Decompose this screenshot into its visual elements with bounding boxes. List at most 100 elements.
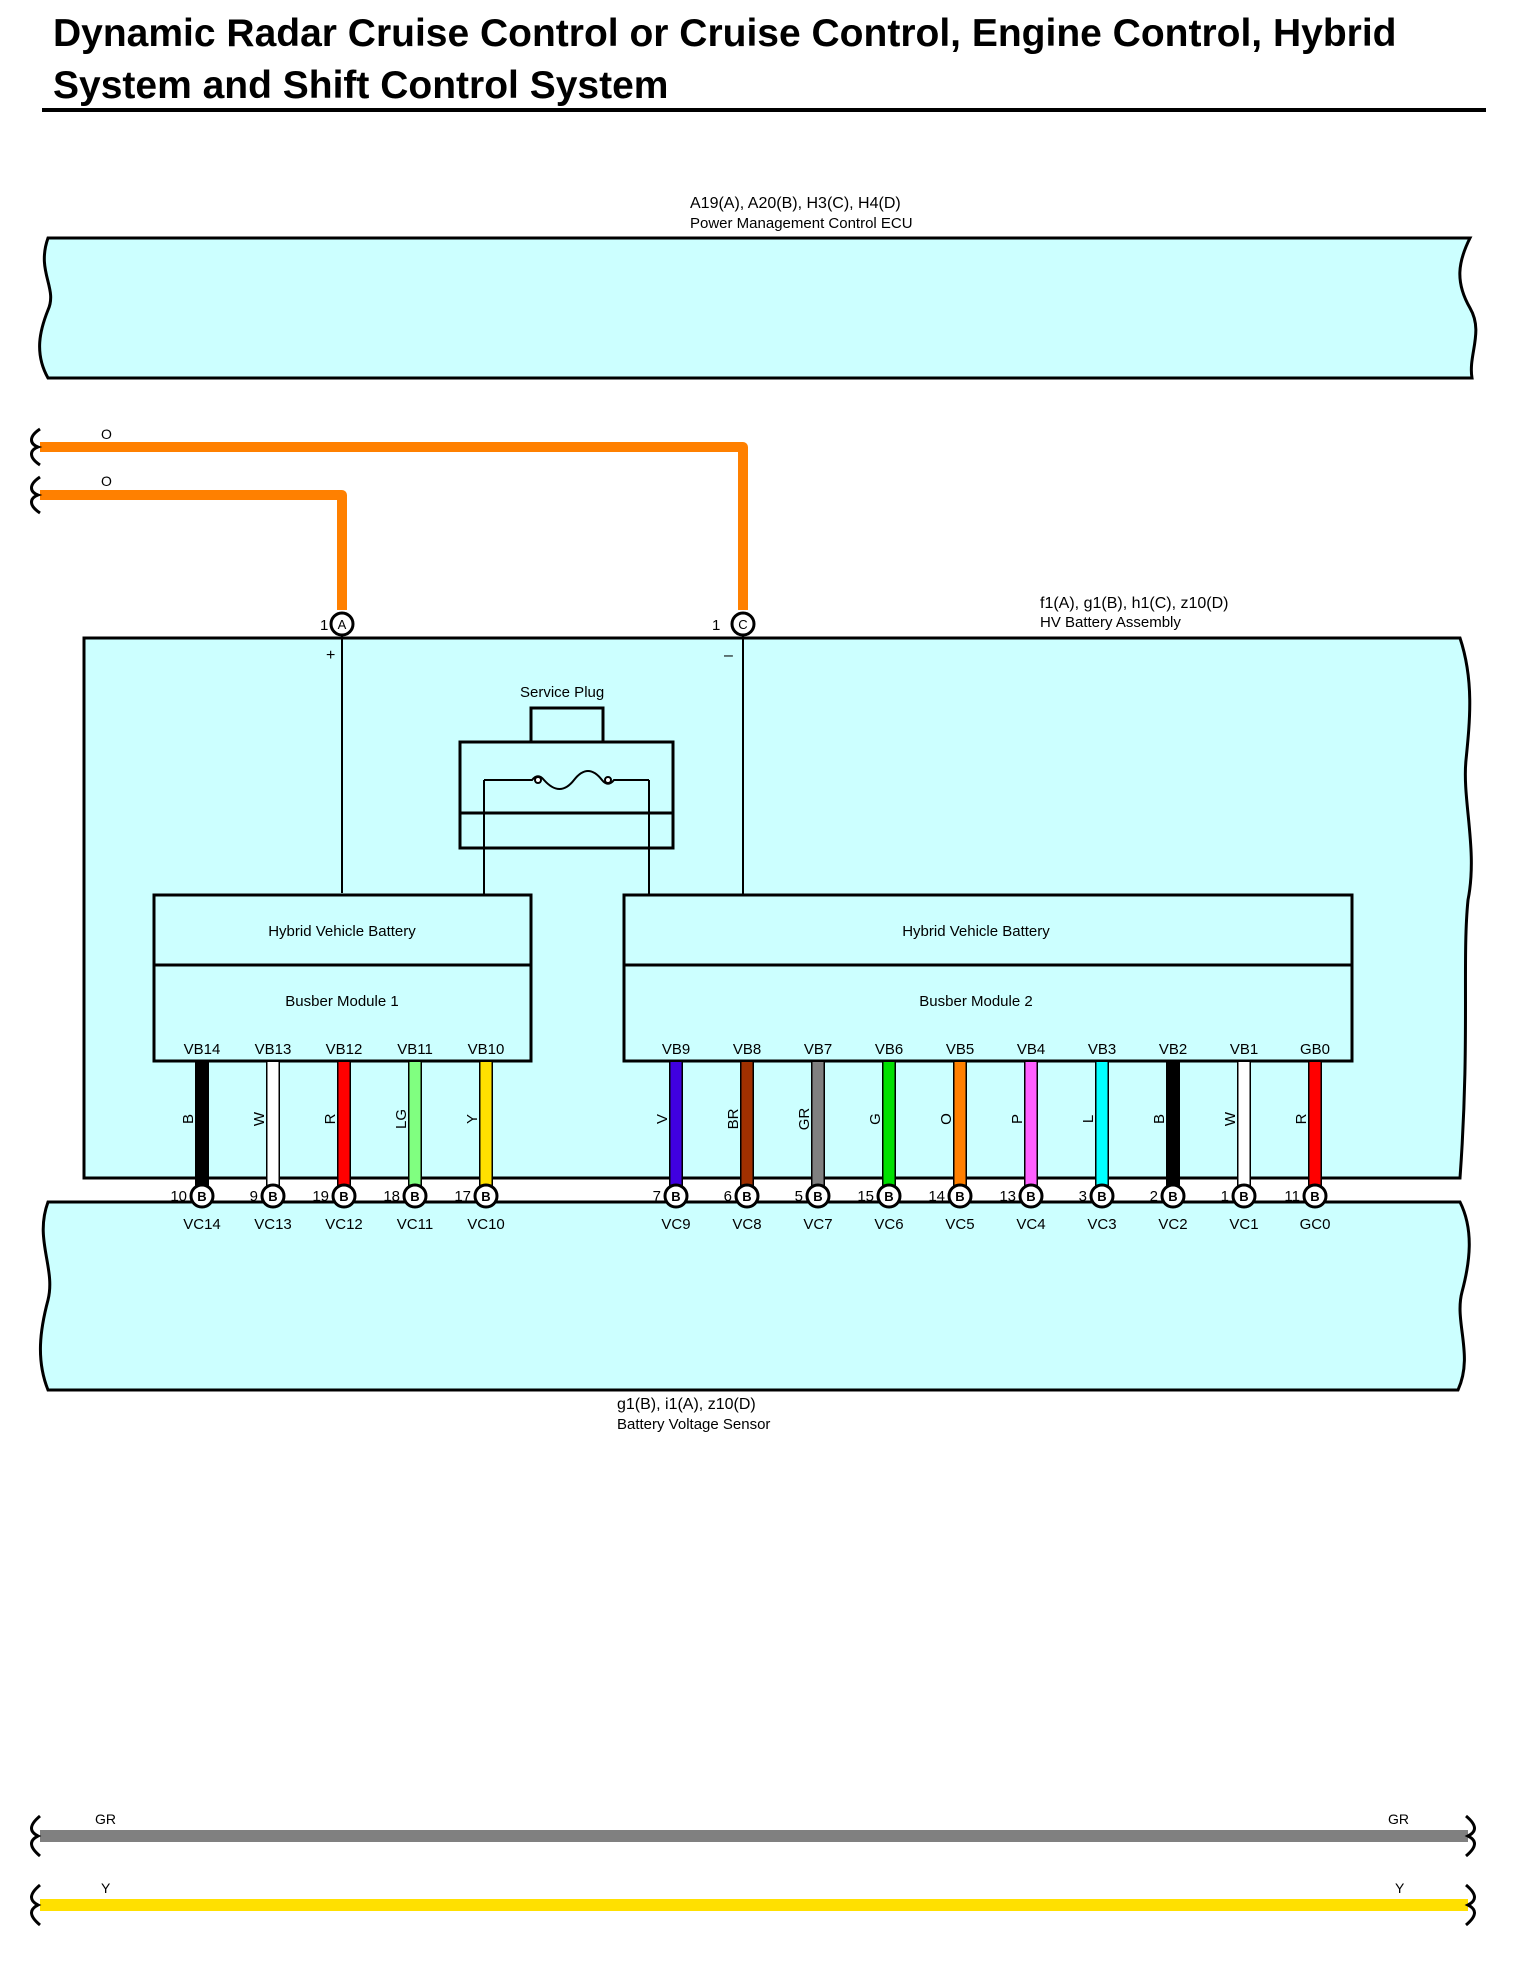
terminal-vb3-bottom-label: VC3	[1087, 1216, 1116, 1233]
terminal-vb11-connector	[402, 1183, 428, 1209]
terminal-vb1-pin-number: 1	[1221, 1188, 1229, 1205]
wire-break-gr-left	[30, 1814, 42, 1858]
terminal-vb3-conn-letter: B	[1097, 1189, 1106, 1204]
terminal-vb2-top-label: VB2	[1159, 1041, 1187, 1058]
terminal-vb14-conn-letter: B	[197, 1189, 206, 1204]
terminal-vb2-connector	[1160, 1183, 1186, 1209]
sensor-name: Battery Voltage Sensor	[617, 1416, 770, 1433]
terminal-vb11-top-label: VB11	[397, 1041, 433, 1058]
terminal-vb4-wire-color-label: P	[1009, 1114, 1026, 1124]
terminal-vb10-wire-color-label: Y	[464, 1114, 481, 1124]
terminal-vb12-wire-color-label: R	[322, 1113, 339, 1124]
terminal-vb13-wire-color-label: W	[251, 1111, 268, 1126]
terminal-vb13-connector	[260, 1183, 286, 1209]
terminal-vb8-connector	[734, 1183, 760, 1209]
battery-voltage-sensor-box	[39, 1200, 1471, 1392]
terminal-vb7-connector	[805, 1183, 831, 1209]
terminal-vb3-top-label: VB3	[1088, 1041, 1116, 1058]
terminal-vb6-wire-color-label: G	[867, 1113, 884, 1125]
terminal-vb2-pin-number: 2	[1150, 1188, 1158, 1205]
terminal-vb11-conn-letter: B	[410, 1189, 419, 1204]
terminal-plus-sign: +	[326, 647, 335, 664]
terminal-vb1-top-label: VB1	[1230, 1041, 1258, 1058]
wire-break-top-2	[30, 475, 43, 515]
hv-battery-code: f1(A), g1(B), h1(C), z10(D)	[1040, 595, 1228, 612]
terminal-vb4-connector	[1018, 1183, 1044, 1209]
module-2-subtitle: Busber Module 2	[919, 993, 1032, 1010]
terminal-vb11-pin-number: 18	[383, 1188, 400, 1205]
terminal-vb5-wire-color-label: O	[938, 1113, 955, 1125]
terminal-vb12-bottom-label: VC12	[325, 1216, 363, 1233]
terminal-vb1-conn-letter: B	[1239, 1189, 1248, 1204]
terminal-vb2-wire-color-label: B	[1151, 1114, 1168, 1124]
wire-break-top-1	[30, 427, 43, 467]
terminal-vb13-top-label: VB13	[255, 1041, 292, 1058]
module-2-title: Hybrid Vehicle Battery	[902, 923, 1050, 940]
terminal-vb11-bottom-label: VC11	[397, 1216, 433, 1233]
terminal-vb4-conn-letter: B	[1026, 1189, 1035, 1204]
terminal-vb1-bottom-label: VC1	[1229, 1216, 1258, 1233]
terminal-vb8-pin-number: 6	[724, 1188, 732, 1205]
module-1-title: Hybrid Vehicle Battery	[268, 923, 416, 940]
busbar-module-1	[152, 893, 533, 1063]
terminal-vb5-pin-number: 14	[928, 1188, 945, 1205]
terminal-vb5-top-label: VB5	[946, 1041, 974, 1058]
terminal-vb5-conn-letter: B	[955, 1189, 964, 1204]
pmc-ecu-code: A19(A), A20(B), H3(C), H4(D)	[690, 195, 901, 212]
terminal-minus-sign: –	[724, 647, 733, 664]
terminal-vb6-bottom-label: VC6	[874, 1216, 903, 1233]
bottom-wire-y-left-label: Y	[101, 1880, 111, 1896]
terminal-gb0-conn-letter: B	[1310, 1189, 1319, 1204]
terminal-vb4-top-label: VB4	[1017, 1041, 1045, 1058]
terminal-vb10-pin-number: 17	[454, 1188, 471, 1205]
terminal-gb0-bottom-label: GC0	[1300, 1216, 1331, 1233]
terminal-vb9-conn-letter: B	[671, 1189, 680, 1204]
top-wire-2-label: O	[101, 473, 112, 489]
terminal-vb3-connector	[1089, 1183, 1115, 1209]
bottom-wire-y-right-label: Y	[1395, 1880, 1405, 1896]
terminal-vb14-wire-color-label: B	[180, 1114, 197, 1124]
terminal-vb5-connector	[947, 1183, 973, 1209]
bottom-wire-gr-left-label: GR	[95, 1811, 116, 1827]
terminal-vb1-connector	[1231, 1183, 1257, 1209]
terminal-vb4-bottom-label: VC4	[1016, 1216, 1045, 1233]
terminal-vb8-top-label: VB8	[733, 1041, 761, 1058]
terminal-vb7-top-label: VB7	[804, 1041, 832, 1058]
terminal-vb9-top-label: VB9	[662, 1041, 690, 1058]
terminal-vb8-conn-letter: B	[742, 1189, 751, 1204]
terminal-vb9-pin-number: 7	[653, 1188, 661, 1205]
terminal-vb11-wire-color-label: LG	[393, 1109, 410, 1129]
busbar-module-2	[622, 893, 1354, 1063]
page-title: Dynamic Radar Cruise Control or Cruise C…	[53, 12, 1397, 107]
terminal-vb12-conn-letter: B	[339, 1189, 348, 1204]
terminal-vb2-bottom-label: VC2	[1158, 1216, 1187, 1233]
terminal-vb14-pin-number: 10	[170, 1188, 187, 1205]
terminal-vb9-bottom-label: VC9	[661, 1216, 690, 1233]
terminal-vb4-pin-number: 13	[999, 1188, 1016, 1205]
terminal-gb0-top-label: GB0	[1300, 1041, 1330, 1058]
terminal-minus-conn-letter: C	[738, 617, 747, 632]
terminal-vb7-conn-letter: B	[813, 1189, 822, 1204]
terminal-vb1-wire-color-label: W	[1222, 1111, 1239, 1126]
terminal-gb0-connector	[1302, 1183, 1328, 1209]
terminal-vb7-pin-number: 5	[795, 1188, 803, 1205]
terminal-vb13-conn-letter: B	[268, 1189, 277, 1204]
terminal-vb5-bottom-label: VC5	[945, 1216, 974, 1233]
terminal-vb12-connector	[331, 1183, 357, 1209]
wire-break-gr-right	[1464, 1814, 1476, 1858]
module-1-subtitle: Busber Module 1	[285, 993, 398, 1010]
terminal-vb14-connector	[189, 1183, 215, 1209]
wire-break-y-left	[30, 1883, 42, 1927]
hv-battery-name: HV Battery Assembly	[1040, 614, 1181, 631]
terminal-gb0-pin-number: 11	[1284, 1188, 1300, 1205]
terminal-vb6-top-label: VB6	[875, 1041, 903, 1058]
terminal-plus-pin: 1	[320, 617, 328, 634]
wire-break-y-right	[1464, 1883, 1476, 1927]
terminal-vb10-connector	[473, 1183, 499, 1209]
terminal-vb6-pin-number: 15	[857, 1188, 874, 1205]
terminal-vb2-conn-letter: B	[1168, 1189, 1177, 1204]
terminal-vb9-connector	[663, 1183, 689, 1209]
terminal-vb7-bottom-label: VC7	[803, 1216, 832, 1233]
terminal-vb13-pin-number: 9	[250, 1188, 258, 1205]
